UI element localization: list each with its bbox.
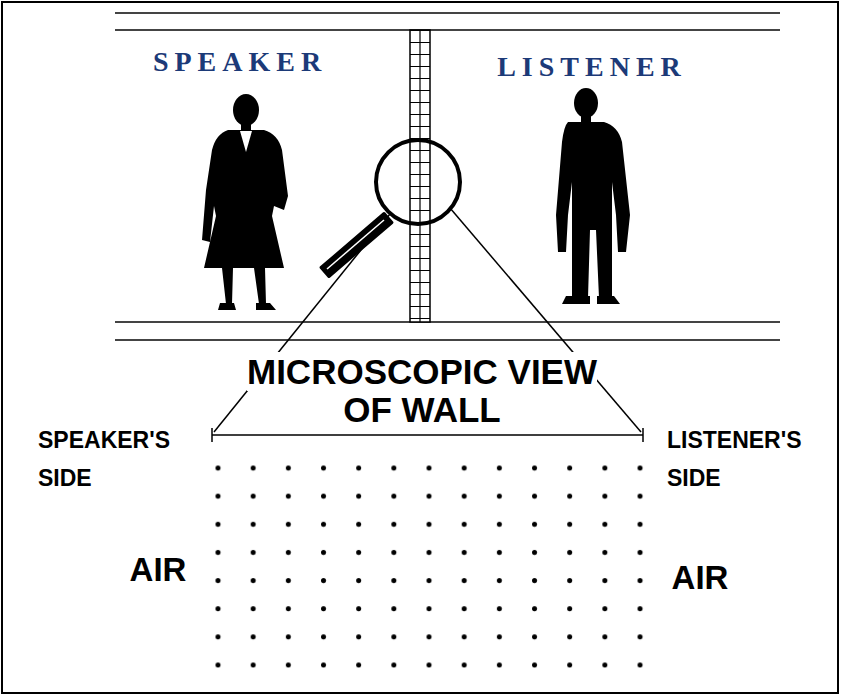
magnifier-handle <box>321 214 392 277</box>
wall-width-bracket <box>212 428 643 442</box>
side-label-box: SPEAKER'S SIDE <box>38 421 203 497</box>
listener-body <box>556 122 630 298</box>
listener-silhouette <box>556 88 630 304</box>
wall-fill <box>410 30 430 322</box>
speaker-shoes <box>218 303 276 310</box>
magnifier-lens <box>376 140 460 224</box>
listener-heading-box: LISTENER <box>497 51 687 83</box>
view-caption-box: MICROSCOPIC VIEW OF WALL <box>231 353 614 429</box>
medium-label: AIR <box>672 559 729 596</box>
view-caption: MICROSCOPIC VIEW OF WALL <box>247 352 597 429</box>
floor-line <box>115 322 780 340</box>
speaker-head <box>233 94 259 126</box>
side-label: LISTENER'S SIDE <box>667 427 802 491</box>
side-label-box: LISTENER'S SIDE <box>667 421 832 497</box>
wall-bricks <box>410 30 430 322</box>
listener-heading: LISTENER <box>497 51 687 82</box>
magnifier-handle-highlight <box>327 220 384 269</box>
speaker-heading-box: SPEAKER <box>153 46 327 78</box>
listener-shoes <box>562 296 620 304</box>
medium-label-box: AIR <box>130 551 187 589</box>
speaker-body <box>202 130 288 268</box>
medium-label-box: AIR <box>672 559 729 597</box>
speaker-legs <box>222 268 266 304</box>
listener-head <box>574 88 598 118</box>
speaker-heading: SPEAKER <box>153 46 327 77</box>
speaker-blouse <box>240 131 252 152</box>
side-label: SPEAKER'S SIDE <box>38 427 170 491</box>
speaker-silhouette <box>202 94 288 310</box>
medium-label: AIR <box>130 551 187 588</box>
wall-molecule-grid <box>215 465 644 668</box>
ceiling-line <box>115 13 780 30</box>
